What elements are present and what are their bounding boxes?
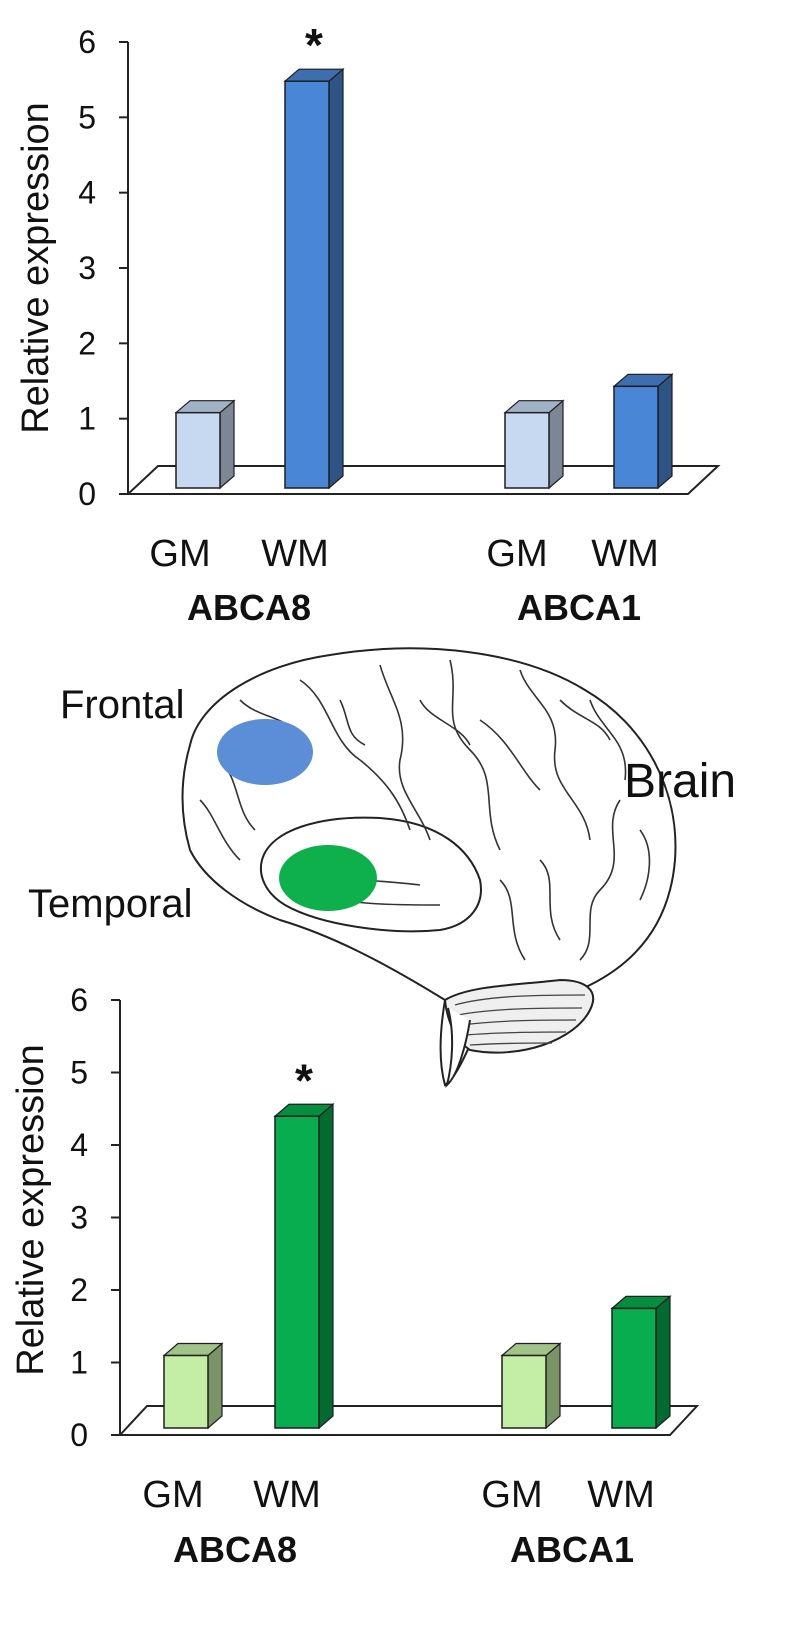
bars: * bbox=[174, 19, 674, 490]
bar-abca1-wm bbox=[610, 1295, 672, 1430]
significance-marker: * bbox=[305, 19, 323, 71]
y-tick-label-1: 1 bbox=[78, 401, 96, 437]
y-tick-label-4: 4 bbox=[70, 1127, 88, 1163]
y-axis-ticks: 0 1 2 3 4 5 6 bbox=[70, 982, 120, 1453]
bar-abca8-wm bbox=[283, 67, 345, 490]
cat-label-abca8-gm: GM bbox=[149, 533, 210, 575]
group-label-abca1: ABCA1 bbox=[517, 587, 641, 628]
cat-label-abca8-wm: WM bbox=[261, 533, 329, 575]
y-tick-label-3: 3 bbox=[78, 250, 96, 286]
significance-marker: * bbox=[295, 1054, 313, 1106]
y-tick-label-5: 5 bbox=[78, 99, 96, 135]
brain-label: Brain bbox=[624, 755, 736, 808]
y-axis-label: Relative expression bbox=[10, 1044, 52, 1376]
y-tick-label-2: 2 bbox=[78, 325, 96, 361]
frontal-expression-chart: 0 1 2 3 4 5 6 Relative expression * GM WM GM W… bbox=[15, 19, 721, 628]
bars: * bbox=[162, 1054, 672, 1430]
cerebellum bbox=[443, 978, 595, 1054]
cat-label-abca1-wm: WM bbox=[591, 533, 659, 575]
brainstem bbox=[445, 1007, 471, 1088]
cat-label-abca1-gm: GM bbox=[481, 1474, 542, 1516]
bar-abca8-gm bbox=[162, 1342, 224, 1430]
frontal-label: Frontal bbox=[60, 683, 185, 727]
temporal-expression-chart: 0 1 2 3 4 5 6 Relative expression * GM WM GM W… bbox=[10, 982, 700, 1570]
cat-label-abca1-gm: GM bbox=[486, 533, 547, 575]
floor-plane bbox=[125, 465, 721, 495]
group-label-abca8: ABCA8 bbox=[187, 587, 311, 628]
cerebellum-folds bbox=[454, 994, 586, 1046]
y-tick-label-1: 1 bbox=[70, 1345, 88, 1381]
bar-abca1-gm bbox=[503, 399, 565, 490]
temporal-label: Temporal bbox=[28, 882, 193, 926]
brain-illustration: Frontal Temporal Brain bbox=[28, 647, 736, 1088]
y-tick-label-0: 0 bbox=[78, 476, 96, 512]
y-axis-label: Relative expression bbox=[15, 102, 57, 434]
y-tick-label-3: 3 bbox=[70, 1200, 88, 1236]
y-tick-label-6: 6 bbox=[78, 24, 96, 60]
cat-label-abca8-wm: WM bbox=[253, 1474, 321, 1516]
cat-label-abca1-wm: WM bbox=[587, 1474, 655, 1516]
group-label-abca1: ABCA1 bbox=[510, 1529, 634, 1570]
y-tick-label-0: 0 bbox=[70, 1417, 88, 1453]
bar-abca8-gm bbox=[174, 399, 236, 490]
frontal-region-marker bbox=[217, 719, 313, 785]
temporal-region-marker bbox=[279, 845, 377, 911]
y-tick-label-2: 2 bbox=[70, 1272, 88, 1308]
group-label-abca8: ABCA8 bbox=[173, 1529, 297, 1570]
y-tick-label-6: 6 bbox=[70, 982, 88, 1018]
bar-abca1-wm bbox=[612, 372, 674, 490]
bar-abca1-gm bbox=[500, 1342, 562, 1430]
cat-label-abca8-gm: GM bbox=[142, 1474, 203, 1516]
bar-abca8-wm bbox=[273, 1102, 335, 1430]
y-axis-ticks: 0 1 2 3 4 5 6 bbox=[78, 24, 128, 512]
y-tick-label-4: 4 bbox=[78, 175, 96, 211]
y-tick-label-5: 5 bbox=[70, 1055, 88, 1091]
